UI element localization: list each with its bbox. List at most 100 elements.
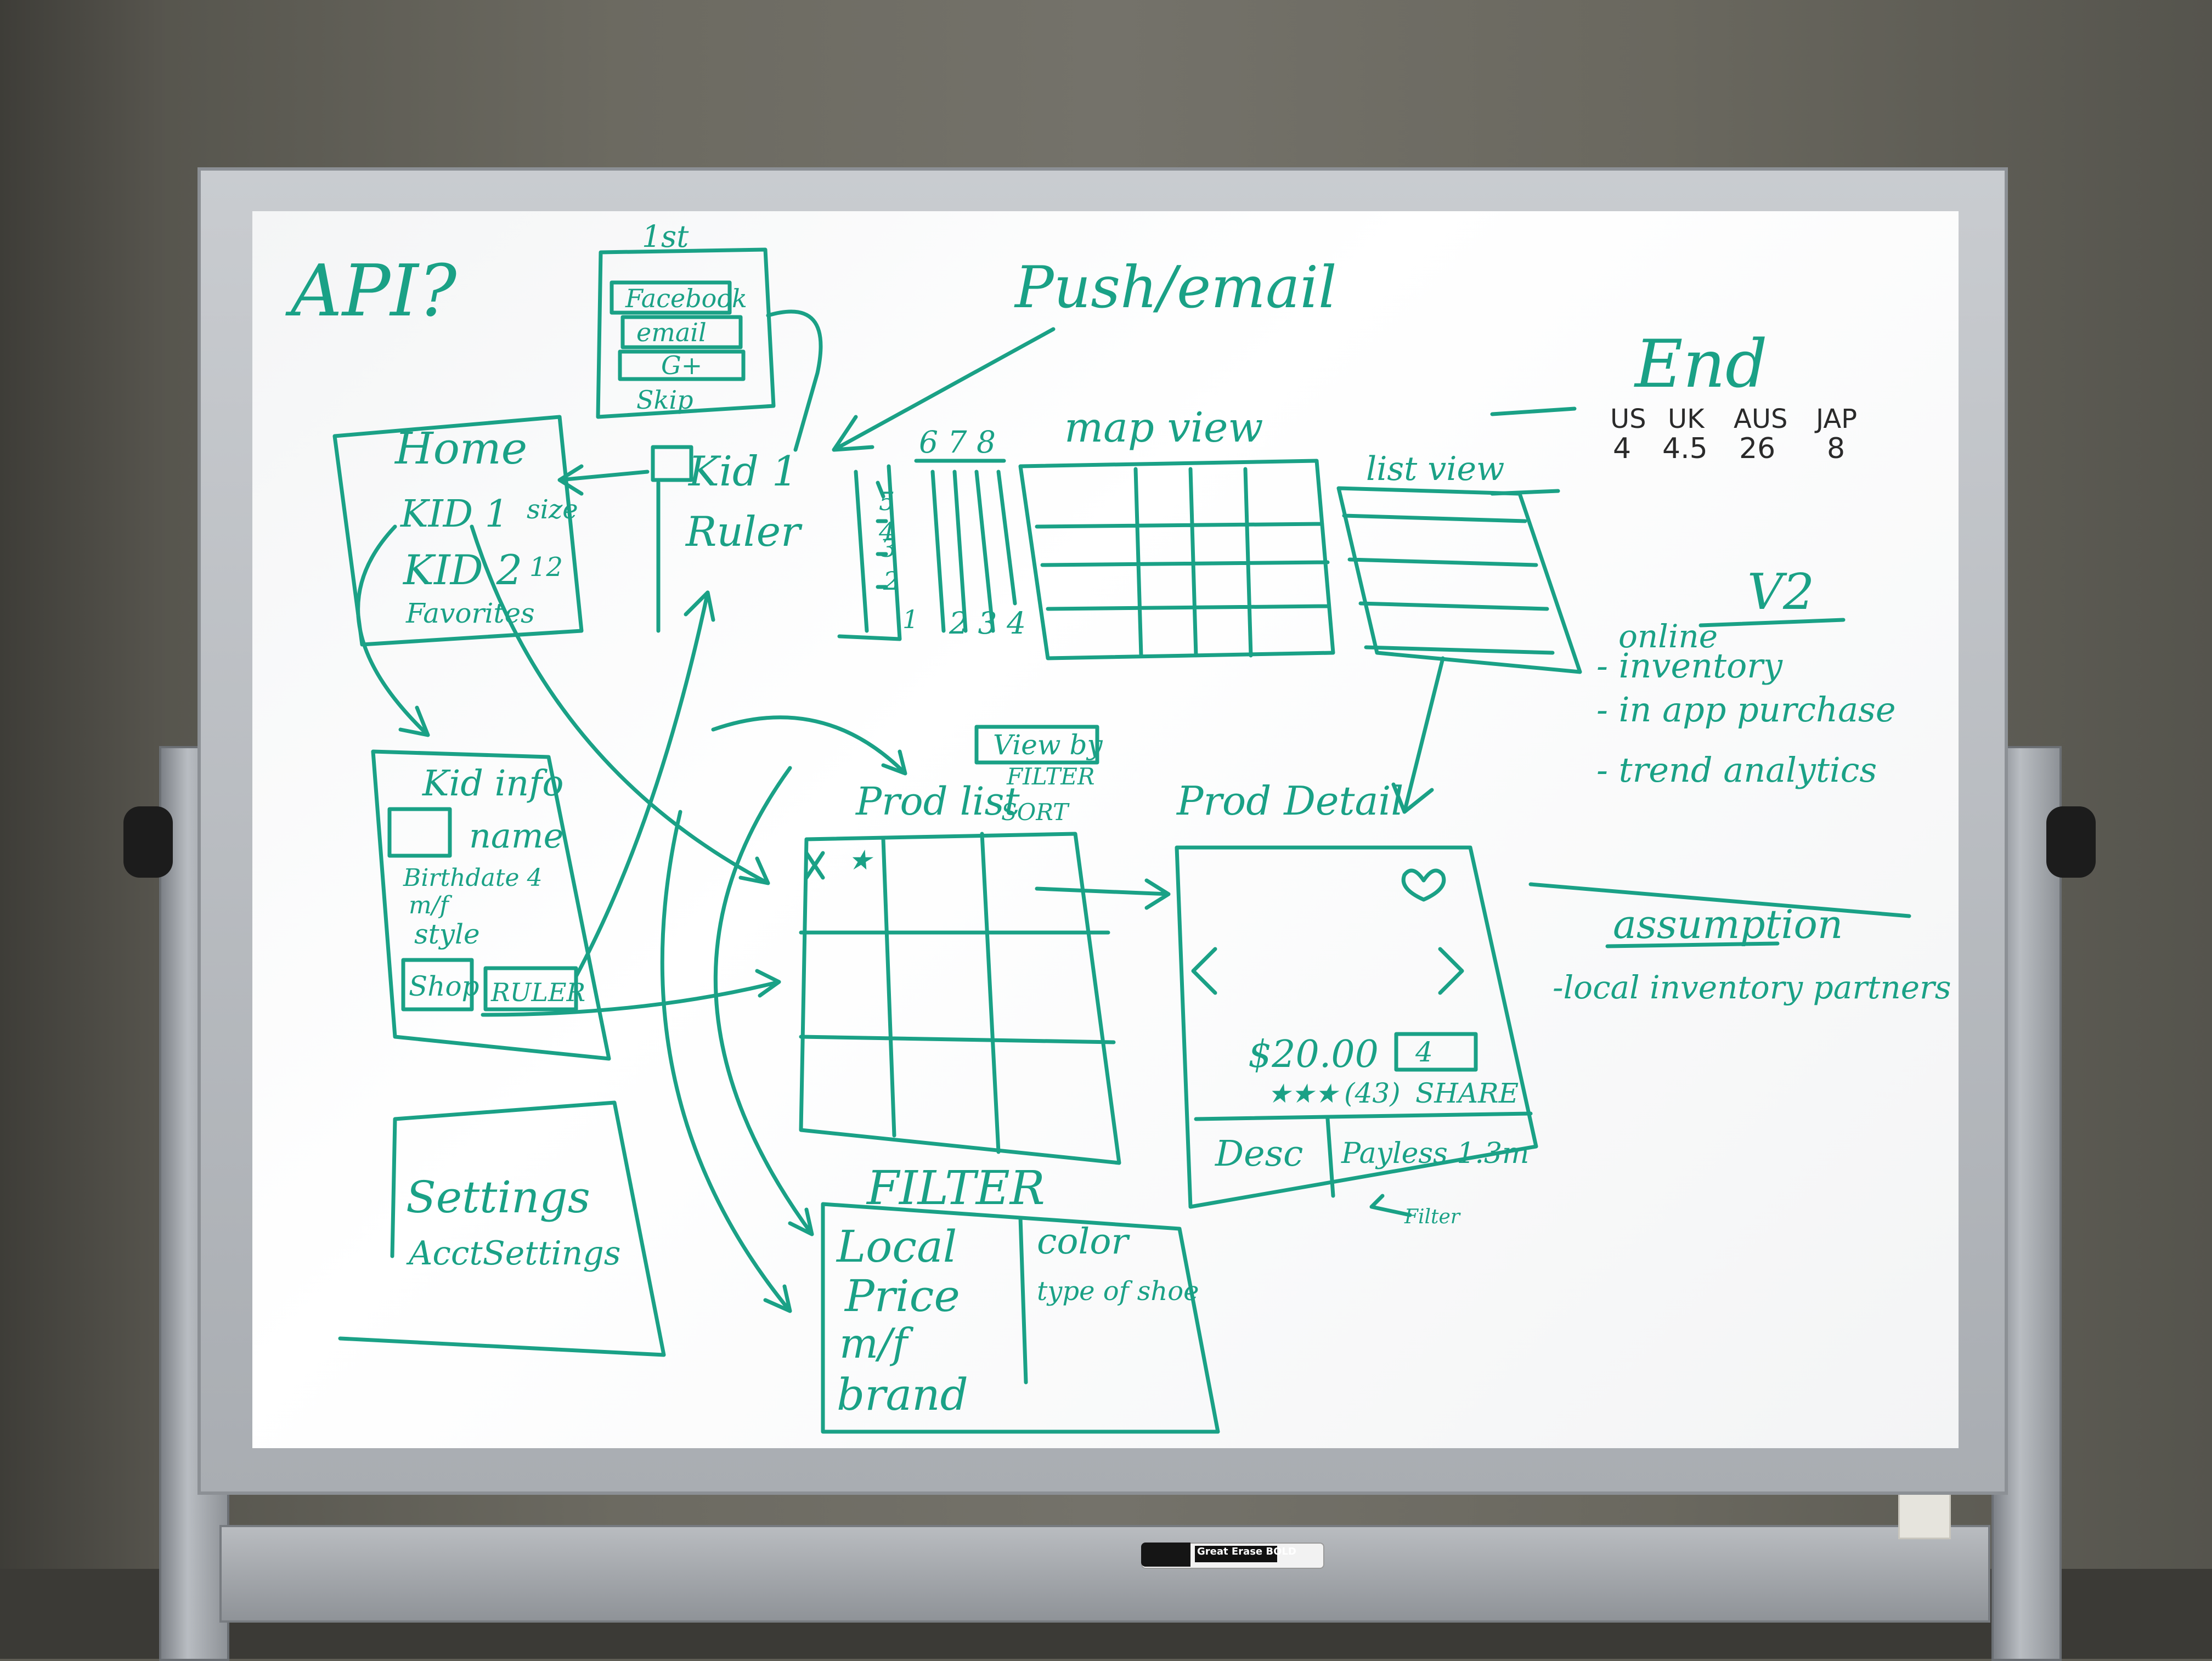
facebook-button[interactable] [610,280,732,315]
filter-color: color [1037,1221,1130,1262]
filter-shoe-type: type of shoe [1037,1276,1199,1307]
map-view-title: map view [1064,403,1263,451]
ruler-to-filter-arrow [660,810,792,1313]
ruler-button-arrow [574,590,715,979]
size-select[interactable] [1394,1032,1478,1072]
ruler-button[interactable] [483,966,578,1012]
shop-label: Shop [409,970,479,1002]
ruler-tick-5: 5 [879,487,895,516]
v2-item-online: online [1618,618,1718,655]
ruler-label: Ruler [685,507,803,556]
api-note: API? [285,249,458,332]
chevron-left-icon[interactable] [1191,947,1217,995]
kid-info-name: name [469,816,563,856]
country-jap: JAP [1814,404,1857,434]
filter-brand: brand [837,1369,968,1420]
login-arrow [766,309,823,452]
heart-icon[interactable] [1401,868,1446,902]
home-title: Home [394,423,527,474]
end-dashes [1490,406,1577,496]
login-screen-outline [596,247,776,419]
filter-price: Price [844,1270,960,1321]
share-button[interactable]: SHARE [1415,1077,1519,1109]
review-count: (43) [1344,1077,1401,1109]
home-kid1: KID 1 [399,493,509,536]
view-by-box [974,725,1099,765]
email-label: email [636,318,707,347]
stars-rating: ★★★ [1267,1078,1340,1109]
facebook-label: Facebook [625,284,747,313]
ruler-columns [914,459,1017,633]
kid-info-screen-outline [371,749,611,1061]
value-uk: 4.5 [1662,432,1708,465]
shop-button[interactable] [401,958,474,1012]
home-to-kidinfo-arrow [356,524,430,737]
prodlist-to-detail-arrow [1035,878,1171,910]
ruler-button-label: RULER [490,978,585,1007]
list-view-screen [1336,486,1582,674]
filter-gender: m/f [839,1319,913,1368]
home-size-2: 12 [529,552,563,583]
home-screen-outline [332,415,584,647]
v2-underline [1699,618,1846,628]
country-aus: AUS [1734,404,1787,434]
acct-settings-label: AcctSettings [406,1234,621,1273]
settings-screen-outline [338,1100,666,1357]
ruler-scale [854,470,888,633]
prod-detail-footer-lines [1194,1111,1533,1198]
marker-label-band [1195,1546,1277,1562]
kidruler-to-prodlist-arrow [711,715,907,776]
v2-item-analytics: - trend analytics [1596,750,1877,790]
kid-info-birthdate: Birthdate 4 [403,864,543,892]
prod-list-star-2: ★ [848,844,874,876]
kid-photo-box [387,807,452,858]
view-by-label: View by [993,729,1103,761]
kid-ruler-title: Kid 1 [687,447,798,495]
settings-title: Settings [406,1172,590,1223]
marker-label: Great Erase BOLD [1197,1546,1296,1557]
country-uk: UK [1668,404,1705,434]
prod-detail-screen-outline [1175,845,1538,1209]
home-size-1: size [527,494,578,525]
ruler-tick-3: 3 [881,533,896,563]
push-email-note: Push/email [1014,254,1337,321]
kid-info-style: style [414,918,480,950]
value-us: 4 [1613,432,1631,465]
right-knob [2046,806,2096,878]
home-favorites: Favorites [405,597,535,629]
email-button[interactable] [620,315,743,349]
assumption-item: -local inventory partners [1553,969,1951,1006]
assumption-title: assumption [1613,901,1843,947]
gplus-button[interactable] [618,349,746,381]
chevron-right-icon[interactable] [1438,947,1464,995]
prod-list-star-1 [804,851,825,880]
value-aus: 26 [1739,432,1775,465]
filter-title: FILTER [866,1161,1045,1216]
store-tab[interactable]: Payless 1.3m [1341,1137,1529,1170]
assumption-divider [1528,882,1911,918]
kid1-to-prodlist-arrow [470,524,770,885]
left-knob [123,806,173,878]
ruler-bottom-numbers: 2 3 4 [949,606,1026,641]
end-note: End [1634,326,1768,403]
kid-info-gender: m/f [409,891,453,919]
country-us: US [1610,404,1646,434]
desc-tab[interactable]: Desc [1215,1133,1303,1174]
assumption-underline [1605,941,1780,948]
size-value: 4 [1415,1036,1433,1068]
list-view-title: list view [1366,450,1504,488]
prod-list-filter-label: FILTER [1006,763,1095,790]
shop-to-prodlist-arrow [481,969,781,1017]
filter-local: Local [836,1221,957,1272]
prod-detail-title: Prod Detail [1176,778,1403,824]
kid-ruler-icon [651,445,693,482]
prod-detail-price: $20.00 [1248,1033,1379,1076]
gplus-label: G+ [661,351,702,380]
prod-list-sort-label: SORT [1001,799,1070,826]
kid-info-title: Kid info [422,763,563,804]
prod-list-title: Prod list [855,779,1020,824]
home-kid2: KID 2 [402,546,522,594]
login-top-label: 1st [642,219,689,254]
v2-item-purchase: - in app purchase [1596,690,1896,730]
filter-screen-outline [821,1202,1220,1434]
